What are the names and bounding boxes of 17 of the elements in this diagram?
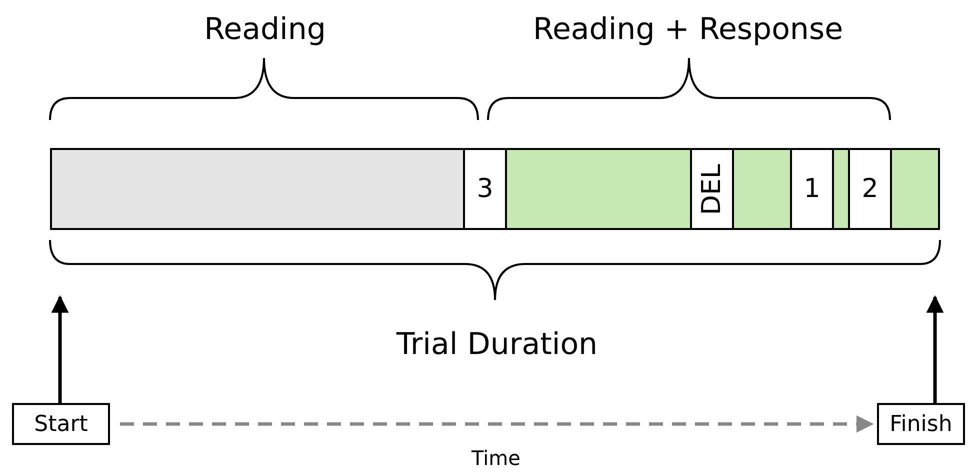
event-box: Start xyxy=(12,403,110,445)
phase-label: Reading xyxy=(204,12,326,47)
duration-label: Trial Duration xyxy=(396,327,598,362)
timeline-segment xyxy=(732,148,792,230)
phase-label: Reading + Response xyxy=(532,12,844,47)
arrow xyxy=(51,295,69,403)
edge-label: Time xyxy=(472,446,520,470)
timeline-segment xyxy=(50,148,465,230)
timeline-segment: 3 xyxy=(463,148,507,230)
timeline-segment: DEL xyxy=(690,148,734,230)
timeline-segment xyxy=(505,148,692,230)
timeline-segment: 1 xyxy=(790,148,834,230)
timeline-segment xyxy=(890,148,940,230)
event-box: Finish xyxy=(877,403,965,445)
arrow xyxy=(120,415,874,433)
arrow xyxy=(926,295,944,403)
timeline-segment: 2 xyxy=(848,148,892,230)
